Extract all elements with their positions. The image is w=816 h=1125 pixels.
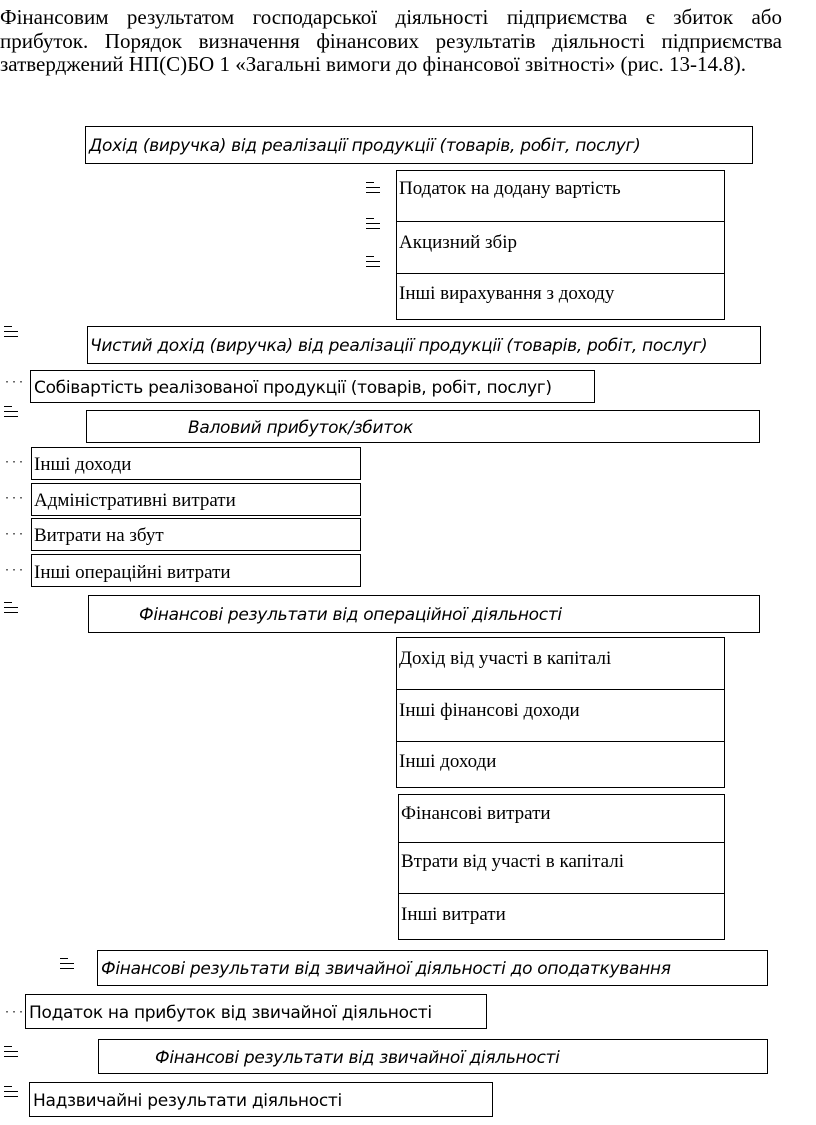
- ordinary-result-box: Фінансові результати від звичайної діяль…: [98, 1039, 768, 1074]
- extraordinary-box: Надзвичайні результати діяльності: [29, 1082, 493, 1117]
- equals-sign-icon: [4, 1046, 18, 1058]
- financial-income-row: Дохід від участі в капіталі: [399, 648, 612, 669]
- operating-item-box: Інші доходи: [31, 447, 361, 480]
- cost-of-sales-box: Собівартість реалізованої продукції (тов…: [30, 370, 595, 403]
- financial-expense-row: Інші витрати: [399, 893, 724, 939]
- minus-sign-icon: [366, 182, 380, 194]
- ellipsis-icon: ···: [4, 493, 26, 504]
- minus-sign-icon: [366, 256, 380, 268]
- operating-result-box: Фінансові результати від операційної дія…: [88, 595, 760, 633]
- operating-item-box: Витрати на збут: [31, 518, 361, 551]
- revenue-box: Дохід (виручка) від реалізації продукції…: [85, 126, 753, 164]
- intro-paragraph: Фінансовим результатом господарської дія…: [0, 5, 782, 76]
- ellipsis-icon: ···: [4, 377, 26, 388]
- deduction-row: Акцизний збір: [397, 221, 724, 273]
- financial-expense-row: Фінансові витрати: [401, 803, 551, 824]
- income-tax-box: Податок на прибуток від звичайної діяльн…: [25, 994, 487, 1029]
- net-revenue-box: Чистий дохід (виручка) від реалізації пр…: [87, 326, 761, 364]
- equals-sign-icon: [4, 1086, 18, 1098]
- financial-expense-row: Втрати від участі в капіталі: [399, 842, 724, 893]
- financial-income-row: Інші фінансові доходи: [397, 689, 724, 741]
- minus-sign-icon: [366, 218, 380, 230]
- equals-sign-icon: [4, 406, 18, 418]
- equals-sign-icon: [4, 326, 18, 338]
- operating-item-box: Інші операційні витрати: [31, 554, 361, 587]
- pretax-result-box: Фінансові результати від звичайної діяль…: [97, 950, 768, 986]
- equals-sign-icon: [4, 602, 18, 614]
- deduction-row: Податок на додану вартість: [399, 178, 621, 199]
- ellipsis-icon: ···: [4, 565, 26, 576]
- ellipsis-icon: ···: [4, 1007, 26, 1018]
- equals-sign-icon: [60, 958, 74, 970]
- financial-expenses-table: Фінансові витрати Втрати від участі в ка…: [398, 794, 725, 940]
- financial-income-row: Інші доходи: [397, 741, 724, 787]
- ellipsis-icon: ···: [4, 529, 26, 540]
- financial-income-table: Дохід від участі в капіталі Інші фінансо…: [396, 637, 725, 788]
- deductions-table: Податок на додану вартість Акцизний збір…: [396, 170, 725, 320]
- ellipsis-icon: ···: [4, 457, 26, 468]
- operating-item-box: Адміністративні витрати: [31, 483, 361, 516]
- gross-profit-box: Валовий прибуток/збиток: [86, 410, 760, 443]
- deduction-row: Інші вирахування з доходу: [397, 273, 724, 319]
